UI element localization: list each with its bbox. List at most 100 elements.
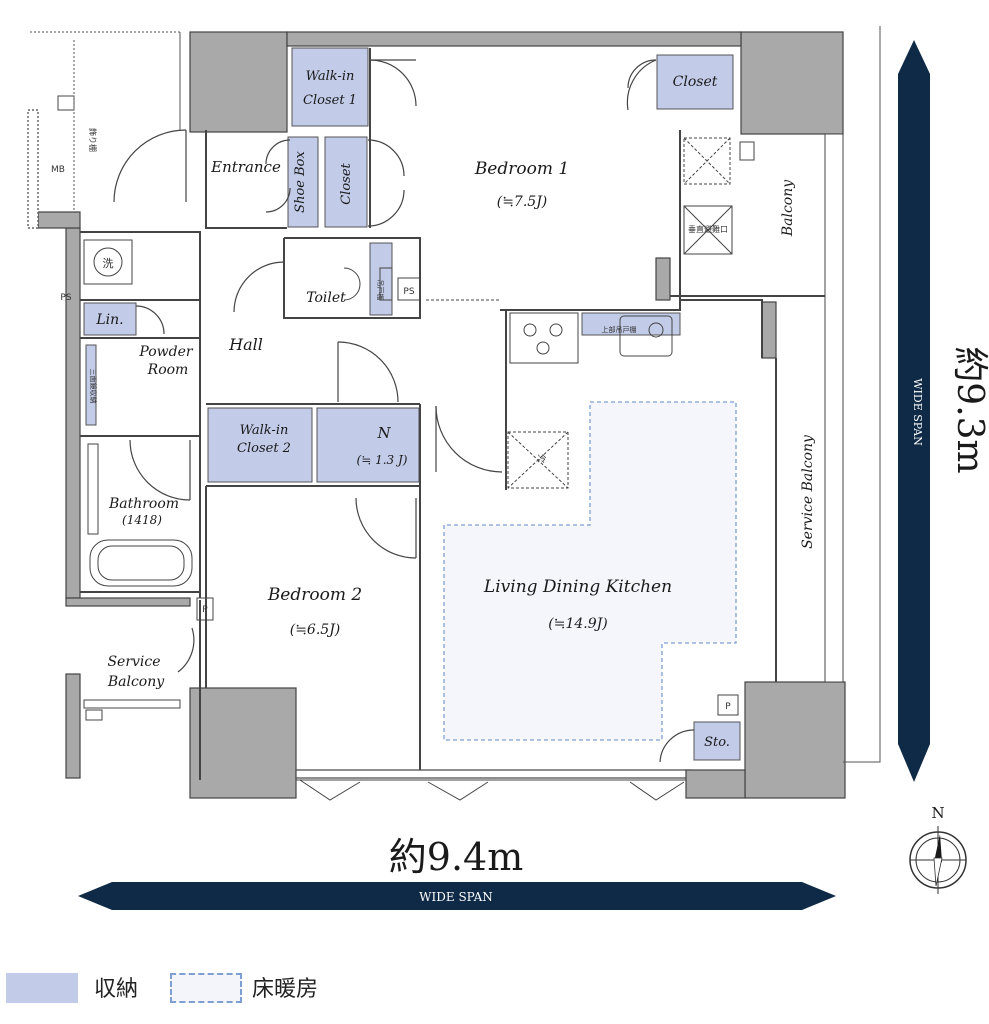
bedroom2-size: (≒6.5J) [290,622,341,638]
mb-label: MB [51,165,65,175]
horizontal-dimension: 約9.4m WIDE SPAN [78,835,836,910]
service-balcony-left-2: Balcony [107,674,165,690]
wic1-label-2: Closet 1 [303,93,357,108]
partitions [80,48,825,780]
bedroom1-label: Bedroom 1 [474,159,569,179]
entrance-label: Entrance [210,158,281,176]
column-bottom-left [189,687,297,799]
room-labels: Bedroom 1 (≒7.5J) Bedroom 2 (≒6.5J) Livi… [95,69,816,750]
n-room-size: (≒ 1.3 J) [357,453,408,467]
storage-small-area [693,721,741,761]
ldk-size: (≒14.9J) [548,616,607,632]
kitchen-upper-cabinet-area [581,312,681,336]
mirror-storage-area [85,344,97,426]
bathroom-size: (1418) [122,513,162,527]
ps-toilet-label: PS [403,287,414,297]
fridge [507,431,569,489]
vertical-dimension-tag: WIDE SPAN [911,378,924,446]
linen-label: Lin. [95,312,123,328]
bathtub [89,539,193,587]
powder-room-label-2: Room [147,362,189,378]
column-top-right [740,31,844,135]
powder-room-label-1: Powder [138,344,194,360]
floor-heating-area [443,401,737,741]
balcony-fixture [739,141,755,161]
wic1-label-1: Walk-in [306,69,355,84]
right-inner-wall [761,301,777,359]
linen-area [83,302,137,336]
shoe-box-label: Shoe Box [293,151,308,213]
washer-label: 洗 [103,257,114,270]
wall-bottom [295,769,692,779]
balcony-label: Balcony [780,179,796,237]
p-box-left [196,597,214,621]
toilet-label: Toilet [306,290,346,306]
closet-entrance-area [324,136,368,228]
horizontal-dimension-tag: WIDE SPAN [419,890,493,904]
wic2-label-1: Walk-in [240,423,289,438]
ldk-label: Living Dining Kitchen [483,577,672,597]
compass: N [909,804,967,894]
wall-left [65,227,81,599]
ps-toilet [397,277,421,301]
legend-storage-label: 収納 [94,977,139,1002]
evacuation-hatch-label: 垂直避難口 [688,224,728,234]
shelf-label: 飾り棚 [88,128,98,152]
legend-heating-swatch [170,973,242,1003]
windows [296,299,686,801]
hall-label: Hall [228,335,263,354]
toilet-cabinet-label: 吊戸棚 [376,280,385,301]
wall-bottom-right [685,769,746,799]
bedroom1-size: (≒7.5J) [497,194,548,210]
annotations: PS PS P P MB 洗 冷 垂直避難口 上部吊戸棚 飾り棚 吊戸棚 三面鏡… [51,128,731,712]
wall-service-left [65,673,81,779]
wall-left-stub [27,109,39,229]
wic2-area [207,407,313,483]
service-balcony-left-1: Service [107,654,160,670]
toilet-bowl [343,267,361,301]
vertical-dimension-value: 約9.3m [949,346,989,473]
bedroom2-label: Bedroom 2 [267,585,362,605]
column-bottom-right [744,681,846,799]
doors [113,59,695,763]
walls [27,31,846,799]
storage-small-label: Sto. [704,735,730,750]
kitchen-pillar [655,257,671,301]
closet-top-area [656,54,734,110]
p-label-left: P [202,605,208,615]
column-top-left [189,31,288,133]
ps-label: PS [60,293,71,303]
wic2-label-2: Closet 2 [237,441,291,456]
evacuation-hatch [683,205,733,255]
closet-top-label: Closet [673,74,718,90]
horizontal-dimension-value: 約9.4m [389,835,523,879]
kitchen-cabinet-label: 上部吊戸棚 [602,325,637,334]
legend-heating-label: 床暖房 [252,977,319,1002]
washer [83,239,133,285]
stove [509,312,579,364]
legend: 収納 床暖房 [0,965,989,1015]
compass-label: N [931,804,944,822]
mirror-storage-label: 三面鏡収納 [89,369,98,404]
legend-storage-swatch [6,973,78,1003]
fridge-label: 冷 [537,453,546,465]
bathroom-label: Bathroom [108,496,179,512]
sink [619,315,673,357]
guide-lines [30,26,881,763]
p-label-right: P [725,702,731,712]
storage-areas [83,47,741,761]
balcony-rail-right [824,133,844,683]
n-room-area [316,407,420,483]
vertical-dimension: 約9.3m WIDE SPAN [898,40,989,782]
floor-plan: Bedroom 1 (≒7.5J) Bedroom 2 (≒6.5J) Livi… [27,26,989,910]
wall-service-top [65,597,191,607]
n-room-label: N [376,424,391,442]
wall-left-top [37,211,81,229]
p-box-right [717,694,739,716]
wic1-area [291,47,369,127]
service-balcony-right-label: Service Balcony [800,434,816,549]
closet-entrance-label: Closet [339,162,354,204]
hatch-upper [683,137,731,185]
wall-top [286,31,742,47]
shelf-box [57,95,75,111]
